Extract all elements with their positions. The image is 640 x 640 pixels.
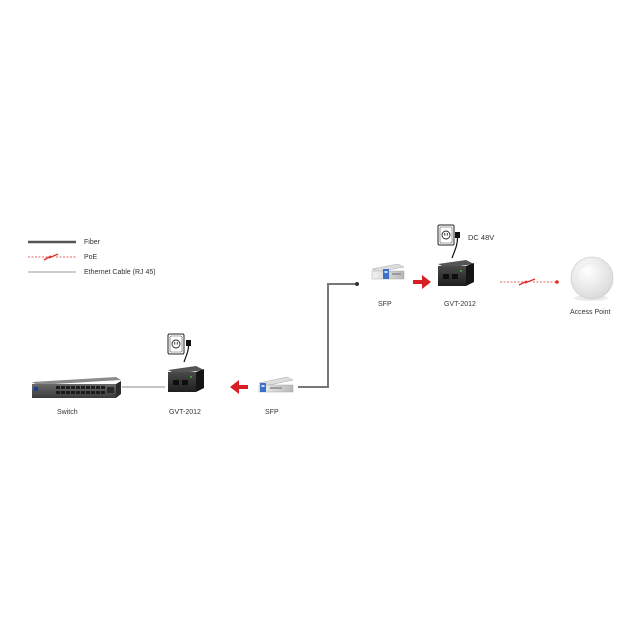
poe-endpoint: [555, 280, 559, 284]
media-converter-right: [438, 260, 474, 286]
legend: Fiber PoE Ethernet Cable (RJ 45): [28, 239, 156, 276]
power-outlet-icon: [167, 333, 185, 355]
switch-label: Switch: [57, 409, 78, 416]
power-plug-icon: [183, 340, 191, 363]
power-outlet-right: [437, 224, 460, 259]
media-converter-left: [168, 366, 204, 392]
legend-poe-label: PoE: [84, 254, 98, 261]
fiber-endpoint: [355, 282, 359, 286]
sfp-left-label: SFP: [265, 409, 279, 416]
converter-left-label: GVT-2012: [169, 409, 201, 416]
lightning-icon: [518, 278, 536, 286]
arrow-right-icon: [413, 275, 431, 289]
dc-48v-label: DC 48V: [468, 233, 494, 242]
power-outlet-left: [167, 333, 191, 363]
legend-poe-line: [28, 253, 76, 261]
legend-ethernet-label: Ethernet Cable (RJ 45): [84, 269, 156, 276]
access-point-device: [570, 256, 614, 301]
lightning-icon: [43, 253, 59, 261]
sfp-right-label: SFP: [378, 301, 392, 308]
fiber-link: [298, 283, 356, 388]
poe-link: [500, 278, 559, 286]
sfp-module-left: [258, 376, 294, 393]
switch-device: [32, 377, 121, 398]
access-point-label: Access Point: [570, 309, 611, 316]
converter-right-label: GVT-2012: [444, 301, 476, 308]
power-plug-icon: [451, 232, 460, 259]
power-outlet-icon: [437, 224, 455, 246]
arrow-left-icon: [230, 380, 248, 394]
sfp-module-right: [371, 263, 405, 280]
legend-fiber-label: Fiber: [84, 239, 101, 246]
